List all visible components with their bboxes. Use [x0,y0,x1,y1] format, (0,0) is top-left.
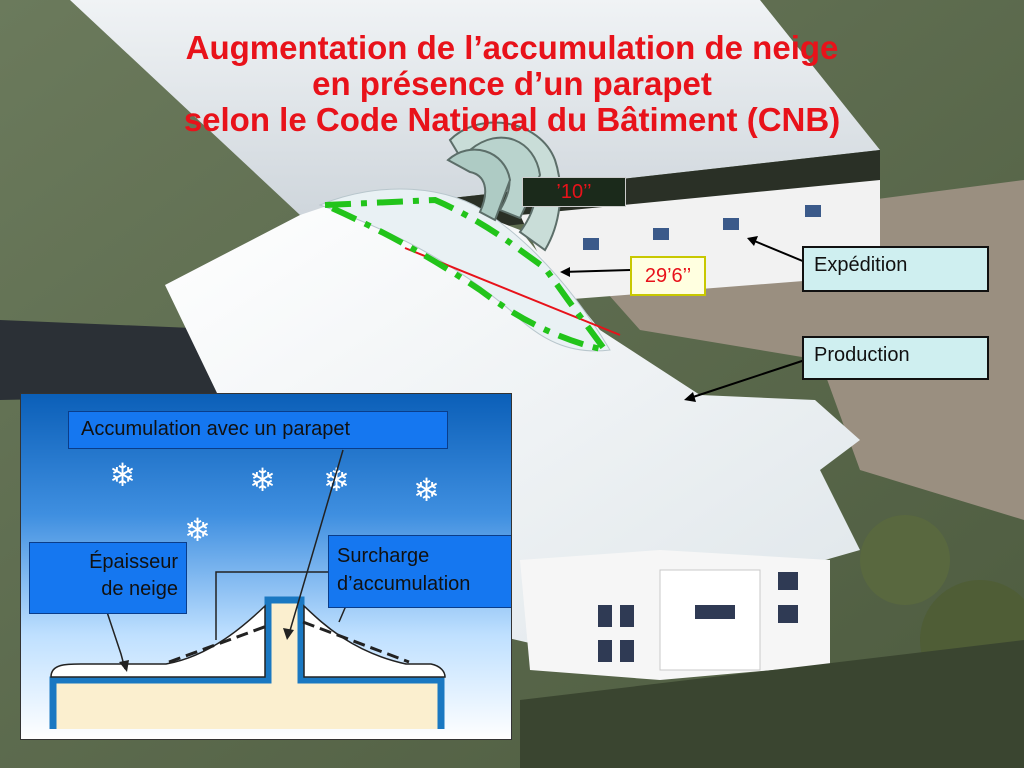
expedition-leader-arrow [751,239,806,263]
title-line-3: selon le Code National du Bâtiment (CNB) [183,101,841,138]
slope-arrowhead [560,267,570,277]
slope-leader-arrow [561,269,631,273]
expedition-arrowhead [747,236,758,246]
slope-dimension-label: 29’6’’ [630,256,706,296]
accumulation-label: Accumulation avec un parapet [68,411,448,449]
snow-depth-label: Épaisseur de neige [29,542,187,614]
roof-outline [49,596,445,729]
production-label: Production [802,336,989,380]
drift-outline [323,196,613,355]
accumulation-leader [288,449,344,635]
snowflake-icon: ❄ [323,461,350,499]
snow-depth-leader [105,608,126,670]
slide-title: Augmentation de l’accumulation de neige … [0,30,1024,138]
snow-depth-arrowhead [119,660,129,672]
office-portico [659,569,761,671]
surcharge-leader [215,571,329,640]
parapet-diagram: ❄ ❄ ❄ ❄ ❄ [49,449,446,729]
snowflake-icon: ❄ [249,461,276,499]
snow-layer-right [303,604,446,678]
accumulation-label-text: Accumulation avec un parapet [81,418,351,440]
road [520,640,1024,768]
top-dimension-label: ’10’’ [522,177,626,207]
title-line-1: Augmentation de l’accumulation de neige [185,29,839,66]
wall-windows [583,205,821,250]
snowflake-icon: ❄ [413,471,440,509]
snow-depth-line-1: Épaisseur [89,551,178,573]
parapet-diagram-inset: ❄ ❄ ❄ ❄ ❄ Accumulation avec un parapet É… [20,393,512,740]
surcharge-label: Surcharge d’accumulation [328,535,511,608]
snow-layer [50,604,266,678]
snow-drift [318,188,611,352]
accumulation-arrowhead [283,628,294,640]
left-roof [0,320,240,400]
metal-roof [70,0,880,215]
surcharge-line-2: d’accumulation [337,573,471,595]
production-arrowhead [684,392,696,402]
tree [860,515,950,605]
production-leader-arrow [689,359,806,399]
surcharge-line-1: Surcharge [337,545,430,567]
snowflake-icon: ❄ [184,511,211,549]
snowflake-icon: ❄ [109,456,136,494]
roof-body [53,600,441,729]
surcharge-dashed-right [302,620,410,664]
title-line-2: en présence d’un parapet [312,65,712,102]
snow-depth-line-2: de neige [101,578,178,600]
snowflake-icons: ❄ ❄ ❄ ❄ ❄ [109,456,440,549]
expedition-label: Expédition [802,246,989,292]
office-windows [598,572,798,662]
